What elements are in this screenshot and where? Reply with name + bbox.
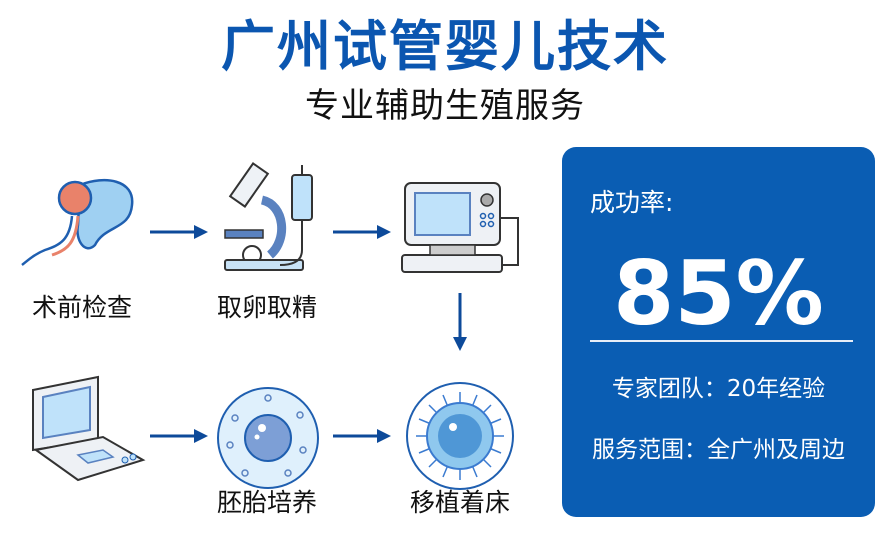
embryo-icon [217,387,319,489]
step-label-transfer: 移植着床 [409,488,510,517]
monitor-device-icon [401,182,519,273]
team-experience: 专家团队：20年经验 [611,376,826,402]
success-rate-value: 85% [613,242,824,345]
arrow-right-icon [333,225,391,239]
step-label-retrieval: 取卵取精 [216,293,317,322]
implant-cell-icon [406,382,514,490]
arrow-down-icon [453,293,467,351]
sperm-egg-icon [21,178,134,266]
step-label-culture: 胚胎培养 [216,488,317,517]
laptop-device-icon [32,375,146,482]
arrow-right-icon [333,429,391,443]
service-area: 服务范围：全广州及周边 [592,437,845,463]
success-rate-card: 成功率: 85% 专家团队：20年经验 服务范围：全广州及周边 [562,147,875,517]
page-title: 广州试管婴儿技术 [221,15,669,78]
success-rate-label: 成功率: [590,188,674,217]
divider [590,340,853,342]
step-label-preop: 术前检查 [31,293,132,322]
arrow-right-icon [150,225,208,239]
arrow-right-icon [150,429,208,443]
microscope-icon [224,162,313,271]
page-subtitle: 专业辅助生殖服务 [305,86,585,126]
